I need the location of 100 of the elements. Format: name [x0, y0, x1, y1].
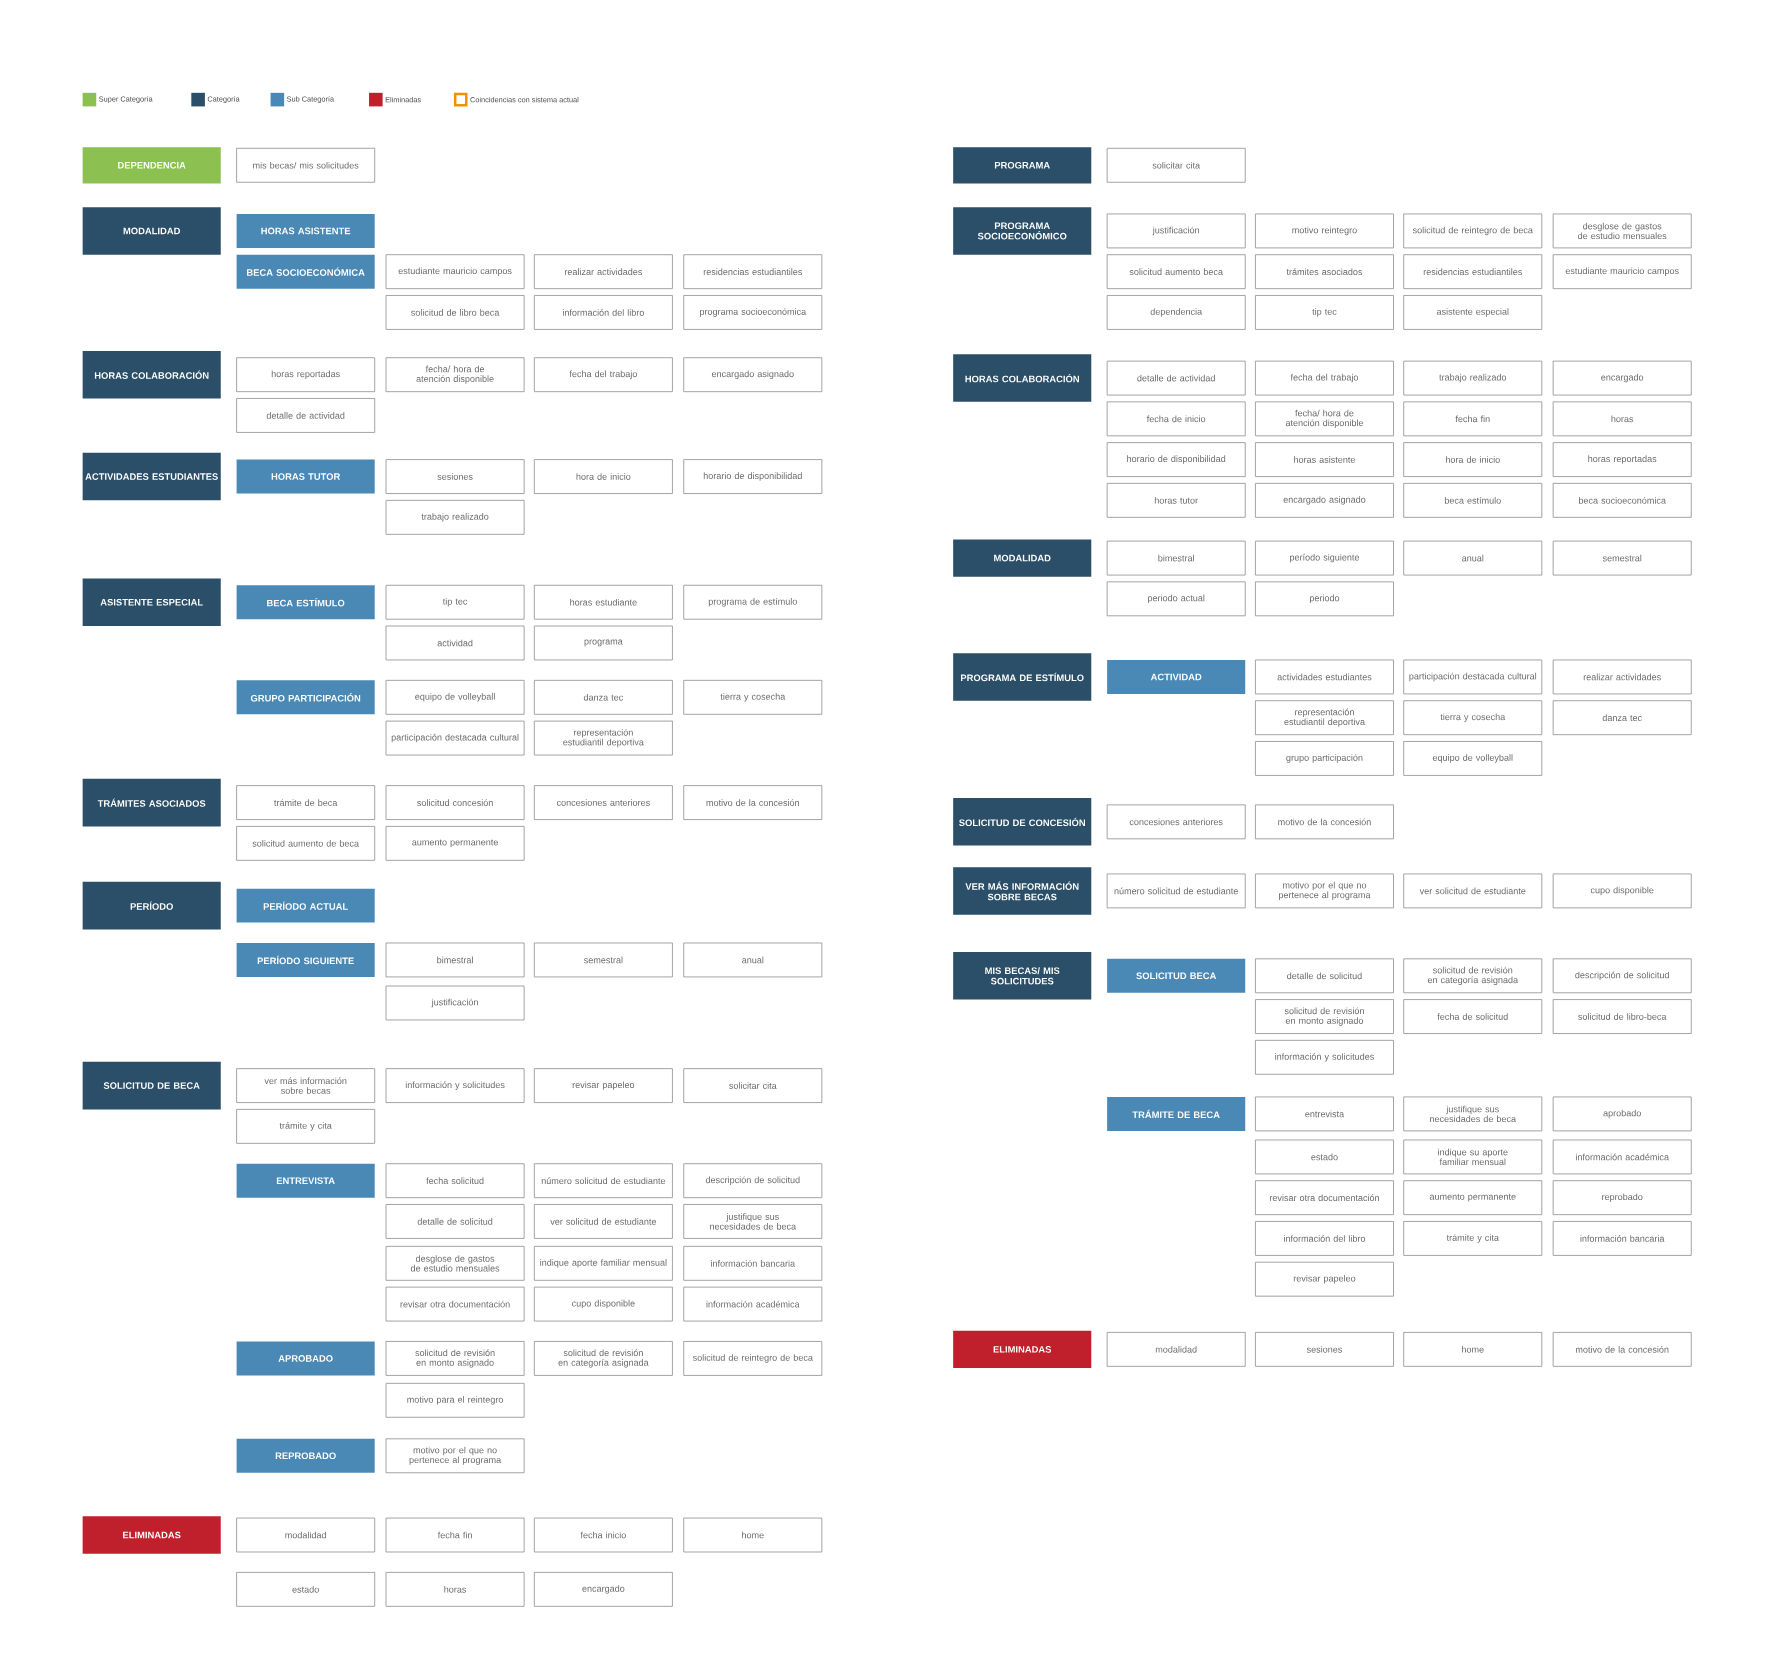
card: concesiones anteriores — [1106, 804, 1246, 840]
category-box: ASISTENTE ESPECIAL — [82, 578, 221, 627]
super-category-box: DEPENDENCIA — [82, 147, 221, 184]
card: aumento permanente — [385, 825, 525, 861]
card: fecha fin — [1403, 401, 1543, 437]
category-box: MODALIDAD — [82, 207, 221, 255]
card: indique aporte familiar mensual — [533, 1245, 673, 1281]
card: ver solicitud de estudiante — [1403, 873, 1543, 909]
category-box: PROGRAMA DE ESTÍMULO — [953, 653, 1092, 701]
card: dependencia — [1106, 295, 1246, 330]
card: justificación — [385, 985, 525, 1021]
card: anual — [1403, 540, 1543, 576]
subcategory-box: BECA SOCIOECONÓMICA — [236, 254, 375, 289]
card: tierra y cosecha — [683, 679, 823, 715]
card: beca estímulo — [1403, 482, 1543, 518]
subcategory-box: BECA ESTÍMULO — [236, 585, 375, 620]
card: modalidad — [1106, 1331, 1246, 1367]
card: programa de estímulo — [683, 584, 823, 620]
card: información bancaria — [1552, 1221, 1692, 1256]
card: horario de disponibilidad — [683, 459, 823, 495]
card: horario de disponibilidad — [1106, 442, 1246, 478]
card: solicitar cita — [1106, 147, 1246, 183]
card: residencias estudiantiles — [683, 254, 823, 290]
subcategory-box: HORAS ASISTENTE — [236, 214, 375, 248]
card: horas — [1552, 401, 1692, 437]
card: desglose de gastos de estudio mensuales — [385, 1245, 525, 1281]
category-box: PERÍODO — [82, 881, 221, 930]
card: programa — [533, 625, 673, 661]
card: bimestral — [385, 942, 525, 978]
subcategory-box: REPROBADO — [236, 1438, 375, 1473]
card: período siguiente — [1254, 540, 1394, 576]
card: home — [683, 1517, 823, 1553]
category-box: TRÁMITES ASOCIADOS — [82, 778, 221, 827]
card: motivo de la concesión — [1254, 804, 1394, 840]
category-box: ACTIVIDADES ESTUDIANTES — [82, 452, 221, 501]
card: solicitud de reintegro de beca — [683, 1341, 823, 1376]
card: solicitud de libro-beca — [1552, 999, 1692, 1035]
card: información del libro — [1254, 1221, 1394, 1256]
category-box: PROGRAMA — [953, 147, 1092, 184]
card: horas tutor — [1106, 482, 1246, 518]
card: beca socioeconómica — [1552, 482, 1692, 518]
subcategory-box: ACTIVIDAD — [1107, 660, 1246, 694]
card: información académica — [1552, 1139, 1692, 1175]
card: trámites asociados — [1254, 254, 1394, 290]
card: periodo actual — [1106, 581, 1246, 617]
card: trabajo realizado — [385, 499, 525, 535]
category-box: HORAS COLABORACIÓN — [82, 350, 221, 399]
card: motivo de la concesión — [683, 785, 823, 821]
card: residencias estudiantiles — [1403, 254, 1543, 290]
card: descripción de solicitud — [1552, 958, 1692, 994]
card: fecha fin — [385, 1517, 525, 1553]
card: equipo de volleyball — [1403, 741, 1543, 776]
card: solicitud aumento beca — [1106, 254, 1246, 290]
card: encargado — [533, 1571, 673, 1607]
category-box: SOLICITUD DE BECA — [82, 1061, 221, 1110]
card: información y solicitudes — [1254, 1039, 1394, 1075]
card: realizar actividades — [533, 254, 673, 290]
card: descripción de solicitud — [683, 1163, 823, 1199]
card: información del libro — [533, 295, 673, 330]
card: desglose de gastos de estudio mensuales — [1552, 213, 1692, 249]
card: hora de inicio — [1403, 442, 1543, 478]
card: fecha del trabajo — [1254, 360, 1394, 396]
card: modalidad — [236, 1517, 376, 1553]
card: cupo disponible — [533, 1286, 673, 1322]
card: sesiones — [385, 459, 525, 495]
card: solicitud concesión — [385, 785, 525, 821]
card: estado — [236, 1571, 376, 1607]
subcategory-box: TRÁMITE DE BECA — [1107, 1096, 1246, 1131]
card: solicitud de revisión en monto asignado — [1254, 999, 1394, 1035]
card: revisar otra documentación — [1254, 1180, 1394, 1216]
card: encargado asignado — [1254, 482, 1394, 518]
card: motivo reintegro — [1254, 213, 1394, 249]
card: trabajo realizado — [1403, 360, 1543, 396]
card: programa socioeconómica — [683, 295, 823, 330]
subcategory-box: HORAS TUTOR — [236, 459, 375, 494]
card: danza tec — [533, 679, 673, 715]
card: mis becas/ mis solicitudes — [236, 147, 376, 183]
card: número solicitud de estudiante — [1106, 873, 1246, 909]
card: cupo disponible — [1552, 873, 1692, 909]
card: semestral — [1552, 540, 1692, 576]
card: horas estudiante — [533, 584, 673, 620]
card: motivo para el reintegro — [385, 1382, 525, 1418]
subcategory-box: PERÍODO SIGUIENTE — [236, 943, 375, 977]
card: reprobado — [1552, 1180, 1692, 1216]
card: estudiante mauricio campos — [385, 254, 525, 290]
category-box: PROGRAMA SOCIOECONÓMICO — [953, 207, 1092, 255]
card: home — [1403, 1331, 1543, 1367]
card: tip tec — [1254, 295, 1394, 330]
card: actividades estudiantes — [1254, 659, 1394, 695]
card: grupo participación — [1254, 741, 1394, 776]
eliminated-box: ELIMINADAS — [953, 1330, 1092, 1369]
card: horas reportadas — [236, 357, 376, 393]
eliminated-box: ELIMINADAS — [82, 1516, 221, 1554]
card: detalle de solicitud — [385, 1204, 525, 1239]
card: fecha de inicio — [1106, 401, 1246, 437]
subcategory-box: GRUPO PARTICIPACIÓN — [236, 680, 375, 715]
card: motivo por el que no pertenece al programa — [385, 1438, 525, 1474]
card: encargado asignado — [683, 357, 823, 393]
card: solicitud de libro beca — [385, 295, 525, 330]
card: indique su aporte familiar mensual — [1403, 1139, 1543, 1175]
